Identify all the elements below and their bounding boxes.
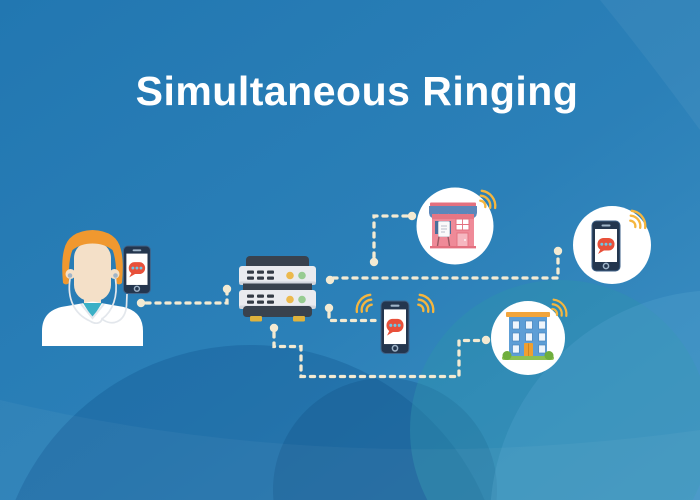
caller-collar	[83, 303, 102, 318]
right-phone-badge	[573, 206, 651, 284]
server-icon	[239, 256, 316, 322]
caller-illustration	[42, 230, 150, 346]
store-badge	[416, 186, 500, 265]
caller-shirt	[42, 301, 143, 346]
caller-face	[74, 242, 111, 301]
connection-node	[553, 246, 563, 256]
connection-node	[481, 335, 491, 345]
caller-hair	[62, 230, 123, 285]
storefront-icon	[429, 202, 477, 249]
connection-node	[325, 275, 335, 285]
connection-node	[369, 257, 379, 267]
connection-line-to-store	[372, 214, 409, 259]
connection-node	[269, 323, 279, 333]
connection-node	[407, 211, 417, 221]
caller-smartphone-icon	[124, 246, 151, 294]
office-building-icon	[502, 312, 554, 360]
connection-node	[222, 284, 232, 294]
smartphone-icon	[381, 301, 409, 354]
connection-line-caller-to-server	[144, 291, 229, 305]
connection-line-server-to-right-phone	[331, 254, 560, 280]
earphones-icon	[67, 273, 128, 325]
connection-node	[136, 298, 146, 308]
building-badge	[491, 295, 571, 375]
page-title: Simultaneous Ringing	[135, 68, 579, 114]
connection-line-server-to-middle-phone	[327, 311, 377, 323]
connection-line-server-to-building	[272, 331, 483, 379]
connection-lines	[136, 211, 563, 379]
connection-node	[324, 303, 334, 313]
smartphone-icon	[592, 221, 620, 271]
